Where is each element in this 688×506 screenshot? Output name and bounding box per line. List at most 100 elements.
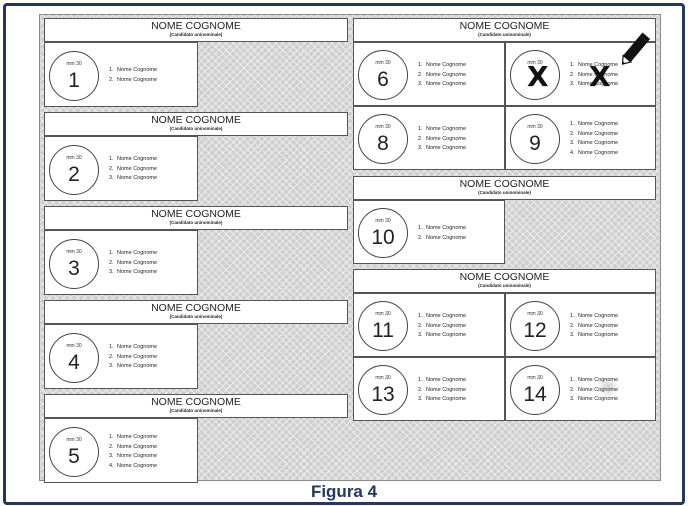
candidate-name: NOME COGNOME [151,208,241,220]
candidate-name: NOME COGNOME [151,396,241,408]
candidate-entry[interactable]: 2.Nome Cognome [109,165,158,172]
candidate-entry[interactable]: 1.Nome Cognome [418,377,467,383]
candidate-name: NOME COGNOME [151,114,241,126]
candidate-list: 1.Nome Cognome 2.Nome Cognome 3.Nome Cogno… [109,249,157,278]
candidate-entry[interactable]: 2.Nome Cognome [109,259,158,266]
candidate-entry[interactable]: 2.Nome Cognome [418,135,467,142]
candidate-entry[interactable]: 2.Nome Cognome [418,234,467,241]
candidate-subtitle: (Candidato uninominale) [169,314,223,319]
candidate-entry[interactable]: 3.Nome Cognome [109,175,158,181]
candidate-entry[interactable]: 2.Nome Cognome [418,71,467,78]
candidate-entry[interactable]: 1.Nome Cognome [418,225,467,231]
candidate-entry[interactable]: 2.Nome Cognome [109,76,158,83]
candidate-entry[interactable]: 1.Nome Cognome [570,121,619,127]
candidate-entry[interactable]: 3.Nome Cognome [570,396,619,402]
candidate-entry[interactable]: 1.Nome Cognome [109,156,158,162]
candidate-list: 1.Nome Cognome 2.Nome Cognome 3.Nome Cogno… [570,61,618,90]
candidate-entry-name: Nome Cognome [117,344,158,350]
candidate-entry[interactable]: 1.Nome Cognome [109,344,158,350]
candidate-header: NOME COGNOME(Candidato uninominale) [44,394,348,418]
candidate-entry[interactable]: 2.Nome Cognome [418,386,467,393]
candidate-entry[interactable]: 1.Nome Cognome [109,67,158,73]
candidate-entry-name: Nome Cognome [426,62,467,68]
candidate-entry-name: Nome Cognome [578,62,619,68]
candidate-entry[interactable]: 4.Nome Cognome [570,149,619,156]
symbol-size-label: mm 30 [527,375,543,381]
candidate-entry[interactable]: 1.Nome Cognome [570,376,618,386]
candidate-subtitle: (Candidato uninominale) [169,126,223,131]
candidate-subtitle: (Candidato uninominale) [169,220,223,225]
list-number: 11 [372,319,394,342]
candidate-entry[interactable]: 3.Nome Cognome [418,81,467,87]
symbol-size-label: mm 30 [375,218,391,224]
candidate-subtitle: (Candidato uninominale) [478,190,531,195]
candidate-entry[interactable]: 3.Nome Cognome [418,332,467,338]
candidate-entry[interactable]: 2.Nome Cognome [570,322,619,329]
candidate-entry-name: Nome Cognome [426,225,467,231]
candidate-entry-name: Nome Cognome [426,145,467,151]
candidate-entry-name: Nome Cognome [578,332,619,338]
candidate-entry[interactable]: 4.Nome Cognome [109,462,158,469]
candidate-entry-name: Nome Cognome [426,313,467,319]
candidate-entry[interactable]: 1.Nome Cognome [418,313,467,319]
list-symbol[interactable]: mm 307 [510,50,560,100]
candidate-entry[interactable]: 3.Nome Cognome [570,81,619,87]
candidate-entry[interactable]: 1.Nome Cognome [418,62,467,68]
candidate-entry[interactable]: 3.Nome Cognome [109,453,158,459]
candidate-entry[interactable]: 2.Nome Cognome [418,322,467,329]
candidate-entry[interactable]: 3.Nome Cognome [570,140,619,146]
candidate-entry[interactable]: 3.Nome Cognome [418,145,467,151]
candidate-list: 1.Nome Cognome 2.Nome Cognome 3.Nome Cogno… [570,120,618,158]
candidate-header: NOME COGNOME(Candidato uninominale) [44,18,348,42]
candidate-entry[interactable]: 3.Nome Cognome [109,363,158,369]
candidate-entry[interactable]: 2.Nome Cognome [570,130,619,137]
candidate-entry-name: Nome Cognome [117,76,158,83]
candidate-entry[interactable]: 3.Nome Cognome [109,269,158,275]
candidate-entry[interactable]: 2.Nome Cognome [109,353,158,360]
candidate-entry[interactable]: 3.Nome Cognome [418,396,467,402]
candidate-entry[interactable]: 1.Nome Cognome [109,250,158,256]
candidate-entry[interactable]: 1.Nome Cognome [109,434,158,440]
candidate-entry[interactable]: 1.Nome Cognome [418,126,467,132]
candidate-entry[interactable]: 2.Nome Cognome [109,443,158,450]
candidate-entry[interactable]: 2.Nome Cognome [570,71,619,78]
candidate-entry[interactable]: 1.Nome Cognome [570,62,619,68]
candidate-entry[interactable]: 2.Nome Cognome [570,386,618,396]
candidate-entry[interactable]: 3.Nome Cognome [570,332,619,338]
candidate-entry-name: Nome Cognome [117,67,158,73]
smudge-mark [597,376,619,398]
candidate-entry-name: Nome Cognome [117,269,158,275]
candidate-entry-name: Nome Cognome [117,462,158,469]
candidate-subtitle: (Candidato uninominale) [478,32,531,37]
candidate-entry[interactable]: 1.Nome Cognome [570,313,619,319]
list-number: 4 [68,351,80,374]
candidate-entry-name: Nome Cognome [426,71,467,78]
